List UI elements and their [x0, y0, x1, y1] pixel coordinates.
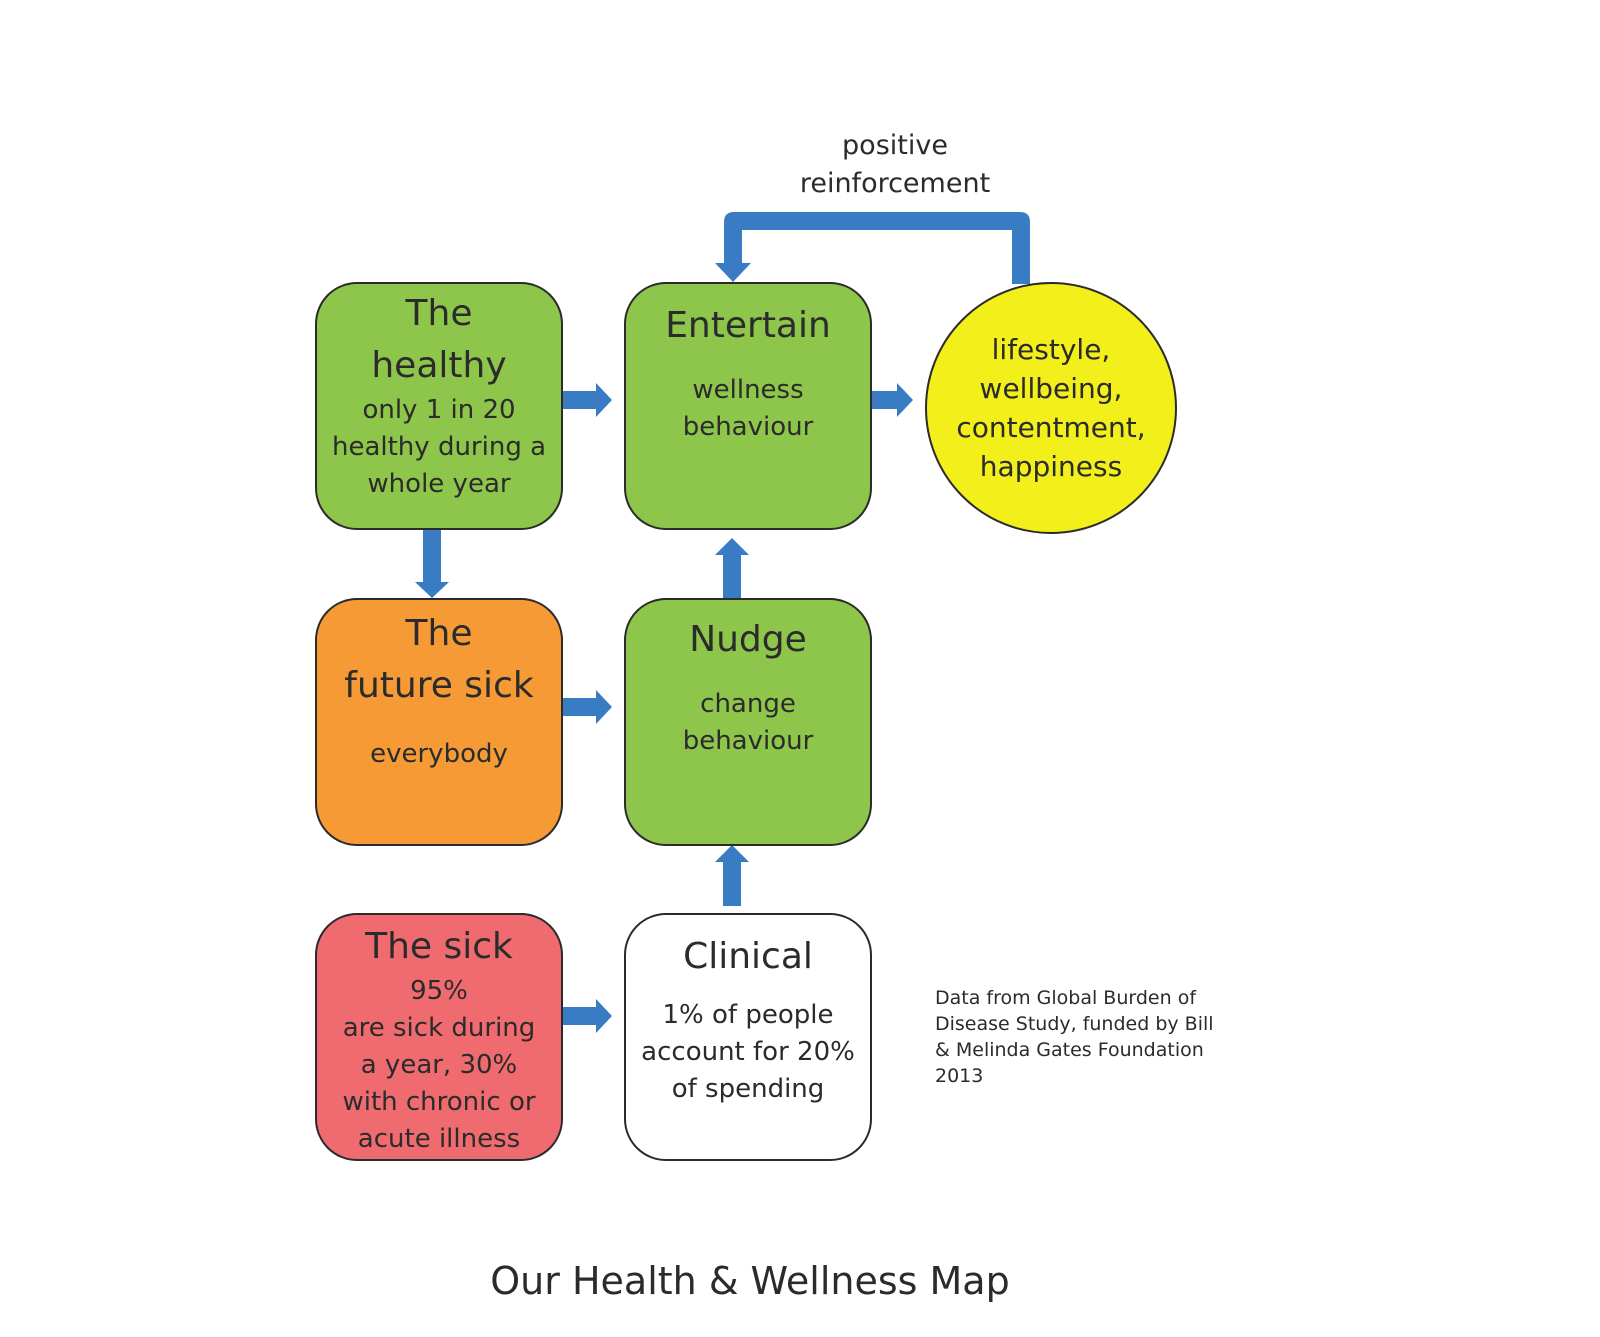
outcome-line: wellbeing,	[979, 372, 1123, 405]
node-clinical: Clinical 1% of people account for 20% of…	[624, 913, 872, 1161]
source-note: Data from Global Burden of Disease Study…	[935, 985, 1265, 1089]
outcome-line: happiness	[979, 450, 1123, 483]
node-the-sick: The sick 95% are sick during a year, 30%…	[315, 913, 563, 1161]
arrow-healthy-to-futuresick	[415, 523, 449, 598]
node-outcome: lifestyle, wellbeing, contentment, happi…	[925, 282, 1177, 534]
node-title: The sick	[365, 926, 513, 967]
node-description: change	[700, 689, 796, 719]
node-description: account for 20%	[641, 1037, 855, 1067]
arrow-positive-reinforcement	[715, 212, 1030, 284]
feedback-label-line: reinforcement	[799, 168, 991, 199]
node-description: behaviour	[682, 726, 814, 756]
node-title: healthy	[371, 345, 507, 386]
node-the-healthy: The healthy only 1 in 20 healthy during …	[315, 282, 563, 530]
arrow-nudge-to-entertain	[715, 538, 749, 599]
node-entertain: Entertain wellness behaviour	[624, 282, 872, 530]
node-description: with chronic or	[342, 1087, 536, 1117]
node-the-future-sick: The future sick everybody	[315, 598, 563, 846]
node-title: Nudge	[689, 619, 807, 660]
source-note-line: Disease Study, funded by Bill	[935, 1013, 1214, 1035]
node-description: whole year	[367, 469, 511, 499]
outcome-line: lifestyle,	[991, 333, 1111, 366]
node-description: acute illness	[357, 1124, 521, 1154]
arrow-sick-to-clinical	[557, 999, 612, 1033]
source-note-line: Data from Global Burden of	[935, 987, 1197, 1009]
node-nudge: Nudge change behaviour	[624, 598, 872, 846]
node-title: future sick	[344, 665, 534, 706]
diagram-title: Our Health & Wellness Map	[490, 1259, 1010, 1303]
feedback-label-line: positive	[842, 130, 948, 161]
node-title: Clinical	[683, 936, 813, 977]
node-title: The	[405, 293, 473, 334]
node-description: of spending	[671, 1074, 825, 1104]
node-title: The	[405, 613, 473, 654]
outcome-line: contentment,	[956, 411, 1146, 444]
arrow-futuresick-to-nudge	[557, 690, 612, 724]
feedback-label: positive reinforcement	[760, 127, 1030, 203]
node-description: a year, 30%	[360, 1050, 518, 1080]
source-note-line: & Melinda Gates Foundation	[935, 1039, 1204, 1061]
node-description: wellness	[692, 375, 804, 405]
source-note-line: 2013	[935, 1065, 984, 1087]
node-description: everybody	[370, 739, 508, 769]
node-description: 95%	[410, 976, 468, 1006]
node-title: Entertain	[665, 305, 831, 346]
node-description: only 1 in 20	[362, 395, 516, 425]
arrow-clinical-to-nudge	[715, 845, 749, 906]
arrow-healthy-to-entertain	[557, 383, 612, 417]
node-description: 1% of people	[662, 1000, 834, 1030]
node-description: behaviour	[682, 412, 814, 442]
node-description: healthy during a	[331, 432, 547, 462]
node-description: are sick during	[342, 1013, 536, 1043]
